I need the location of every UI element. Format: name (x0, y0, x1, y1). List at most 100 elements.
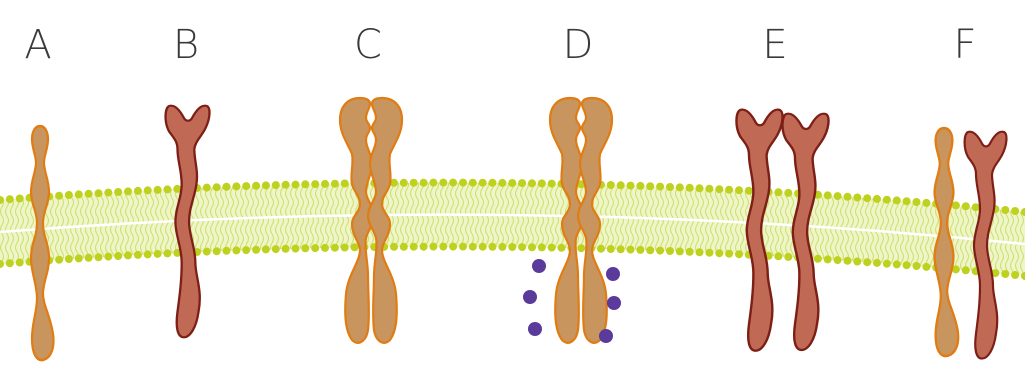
lipid-head (686, 248, 694, 256)
lipid-head (646, 182, 654, 190)
lipid-head (913, 262, 921, 270)
label-d: D (563, 22, 594, 68)
lipid-head (656, 183, 664, 191)
lipid-head (75, 254, 83, 262)
lipid-head (341, 244, 349, 252)
lipid-head (479, 179, 487, 187)
lipid-head (459, 179, 467, 187)
lipid-head (104, 253, 112, 261)
lipid-head (203, 184, 211, 192)
lipid-head (558, 244, 566, 252)
phosphate-dot (599, 329, 613, 343)
lipid-head (903, 261, 911, 269)
phosphate-dot (523, 290, 537, 304)
lipid-head (814, 255, 822, 263)
lipid-head (439, 243, 447, 251)
lipid-head (223, 183, 231, 191)
lipid-head (489, 179, 497, 187)
lipid-head (844, 257, 852, 265)
lipid-head (972, 203, 980, 211)
lipid-head (154, 250, 162, 258)
lipid-head (607, 181, 615, 189)
lipid-head (242, 246, 250, 254)
lipid-head (745, 187, 753, 195)
lipid-head (725, 186, 733, 194)
lipid-head (1001, 206, 1009, 214)
lipid-head (913, 198, 921, 206)
lipid-head (538, 179, 546, 187)
label-a: A (24, 22, 51, 68)
lipid-head (656, 247, 664, 255)
lipid-head (883, 260, 891, 268)
lipid-head (65, 255, 73, 263)
lipid-head (1001, 270, 1009, 278)
lipid-head (282, 181, 290, 189)
lipid-head (774, 252, 782, 260)
lipid-head (922, 263, 930, 271)
lipid-head (104, 189, 112, 197)
lipid-head (627, 246, 635, 254)
lipid-head (676, 183, 684, 191)
lipid-head (272, 181, 280, 189)
lipid-head (213, 183, 221, 191)
lipid-head (163, 249, 171, 257)
lipid-head (597, 245, 605, 253)
lipid-head (459, 243, 467, 251)
lipid-head (548, 244, 556, 252)
lipid-head (6, 259, 14, 267)
lipid-head (528, 179, 536, 187)
lipid-head (301, 244, 309, 252)
lipid-head (390, 243, 398, 251)
lipid-head (646, 246, 654, 254)
lipid-head (203, 248, 211, 256)
phosphate-dot (532, 259, 546, 273)
lipid-head (321, 180, 329, 188)
lipid-head (449, 179, 457, 187)
lipid-head (85, 190, 93, 198)
lipid-head (85, 254, 93, 262)
lipid-head (75, 190, 83, 198)
lipid-head (893, 260, 901, 268)
lipid-head (134, 251, 142, 259)
lipid-head (124, 187, 132, 195)
lipid-head (705, 249, 713, 257)
lipid-head (242, 182, 250, 190)
lipid-head (262, 181, 270, 189)
lipid-head (528, 243, 536, 251)
lipid-head (715, 249, 723, 257)
lipid-head (439, 179, 447, 187)
lipid-head (824, 255, 832, 263)
lipid-head (479, 243, 487, 251)
lipid-head (903, 197, 911, 205)
lipid-head (252, 182, 260, 190)
lipid-head (469, 243, 477, 251)
lipid-head (853, 194, 861, 202)
lipid-head (95, 189, 103, 197)
lipid-head (144, 186, 152, 194)
lipid-head (518, 243, 526, 251)
lipid-head (666, 247, 674, 255)
lipid-head (134, 187, 142, 195)
lipid-head (873, 259, 881, 267)
lipid-head (400, 179, 408, 187)
lipid-head (55, 256, 63, 264)
label-e: E (762, 22, 787, 68)
lipid-head (498, 179, 506, 187)
lipid-head (252, 246, 260, 254)
lipid-head (962, 266, 970, 274)
lipid-head (548, 180, 556, 188)
lipid-head (784, 189, 792, 197)
lipid-head (607, 245, 615, 253)
lipid-head (114, 252, 122, 260)
lipid-head (232, 182, 240, 190)
lipid-head (95, 253, 103, 261)
lipid-head (518, 179, 526, 187)
lipid-head (617, 245, 625, 253)
lipid-head (873, 195, 881, 203)
lipid-head (508, 243, 516, 251)
lipid-head (292, 245, 300, 253)
lipid-head (301, 180, 309, 188)
lipid-head (282, 245, 290, 253)
lipid-head (351, 243, 359, 251)
